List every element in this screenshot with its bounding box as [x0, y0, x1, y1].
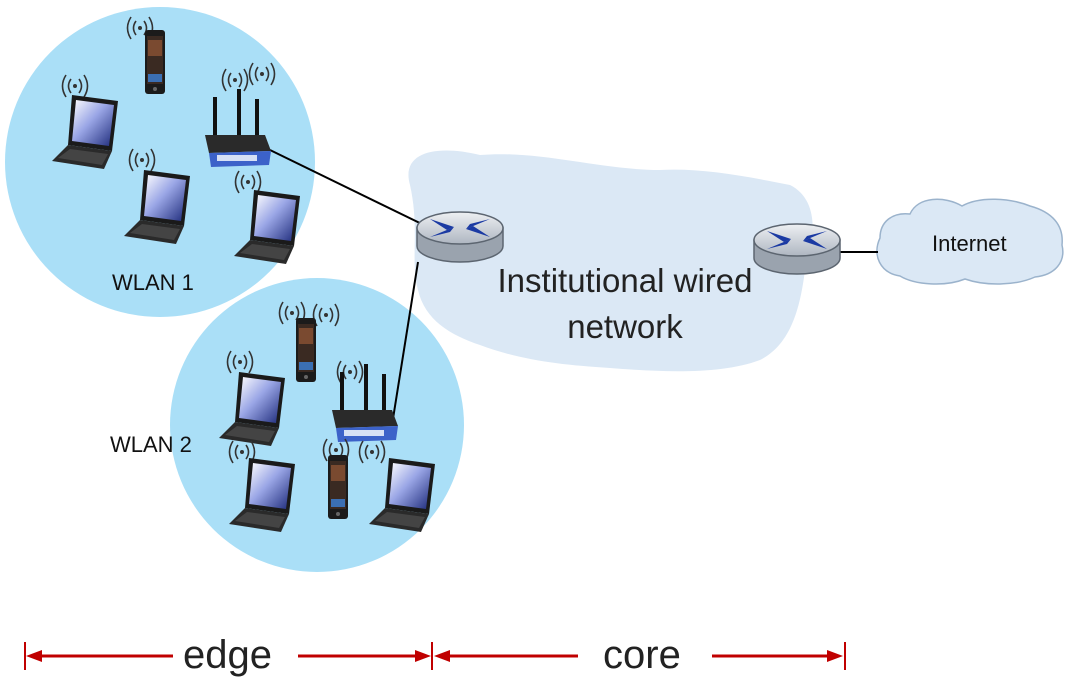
wlan1-label: WLAN 1: [112, 270, 194, 295]
edge-core-scale: [24, 642, 846, 670]
institutional-network-label: Institutional wired network: [497, 262, 753, 345]
smartphone-icon: [328, 455, 348, 519]
edge-label: edge: [183, 633, 272, 677]
router-icon: [416, 211, 504, 263]
institutional-network-cloud: [408, 150, 813, 372]
internet-cloud: [876, 198, 1064, 285]
arrow-icon: [26, 650, 42, 662]
arrow-icon: [415, 650, 431, 662]
internet-label: Internet: [932, 231, 1007, 256]
wlan2-label: WLAN 2: [110, 432, 192, 457]
smartphone-icon: [296, 318, 316, 382]
arrow-icon: [434, 650, 450, 662]
arrow-icon: [827, 650, 843, 662]
smartphone-icon: [145, 30, 165, 94]
link-ap1-router: [269, 149, 429, 228]
core-label: core: [603, 633, 681, 677]
wlan1-area: [5, 7, 315, 317]
link-router-ap2: [391, 261, 419, 426]
